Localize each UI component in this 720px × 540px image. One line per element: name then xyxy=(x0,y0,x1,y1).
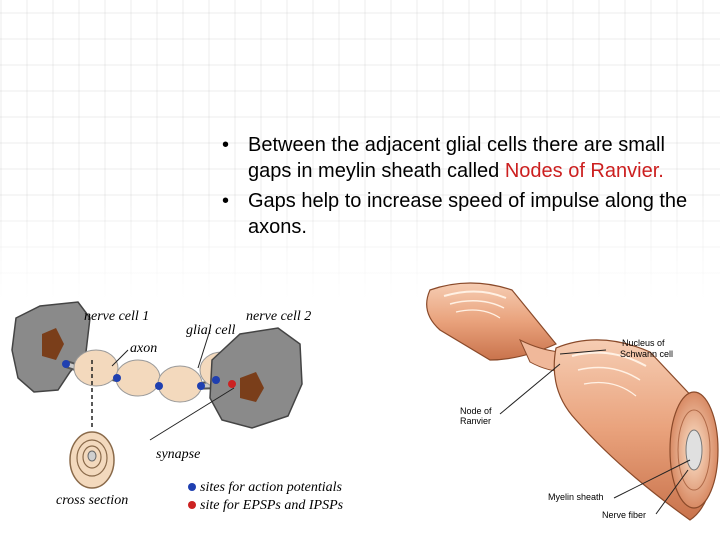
synapse-label: synapse xyxy=(156,447,200,462)
nerve-cell-1-nucleus xyxy=(42,328,64,360)
nerve-cell-2-nucleus xyxy=(240,372,264,402)
nucleus-label-line1: Nucleus of xyxy=(622,338,665,348)
nerve-fiber-label: Nerve fiber xyxy=(602,510,646,520)
nodes-of-ranvier-highlight: Nodes of Ranvier. xyxy=(504,160,664,182)
action-potential-site xyxy=(155,382,163,390)
node-label-line1: Node of xyxy=(460,406,492,416)
bullet-text: Between the adjacent glial cells there a… xyxy=(248,134,665,182)
legend-red-dot xyxy=(188,501,196,509)
glial-cell-label: glial cell xyxy=(186,323,235,338)
legend-blue-dot xyxy=(188,483,196,491)
bullet-item: • Gaps help to increase speed of impulse… xyxy=(222,188,702,240)
nucleus-label-line2: Schwann cell xyxy=(620,349,673,359)
nerve-cell-2-label: nerve cell 2 xyxy=(246,309,311,324)
nerve-cell-1-label: nerve cell 1 xyxy=(84,309,149,324)
node-label-line2: Ranvier xyxy=(460,416,491,426)
cross-section-label: cross section xyxy=(56,493,128,508)
action-potential-site xyxy=(212,376,220,384)
legend-red-label: site for EPSPs and IPSPs xyxy=(200,498,344,513)
axon-label: axon xyxy=(130,341,157,356)
epsp-ipsp-site xyxy=(228,380,236,388)
legend-blue-label: sites for action potentials xyxy=(200,480,342,495)
action-potential-site xyxy=(62,360,70,368)
action-potential-site xyxy=(197,382,205,390)
cross-section-image xyxy=(69,431,115,489)
glial-cell xyxy=(73,349,119,387)
bullet-text: Gaps help to increase speed of impulse a… xyxy=(248,190,688,238)
bullet-dot: • xyxy=(222,190,230,212)
action-potential-site xyxy=(113,374,121,382)
bullet-dot: • xyxy=(222,134,230,156)
bullet-item: • Between the adjacent glial cells there… xyxy=(222,132,702,184)
bullet-list: • Between the adjacent glial cells there… xyxy=(222,132,702,244)
myelin-sheath-label: Myelin sheath xyxy=(548,492,604,502)
background-fade xyxy=(0,200,720,300)
